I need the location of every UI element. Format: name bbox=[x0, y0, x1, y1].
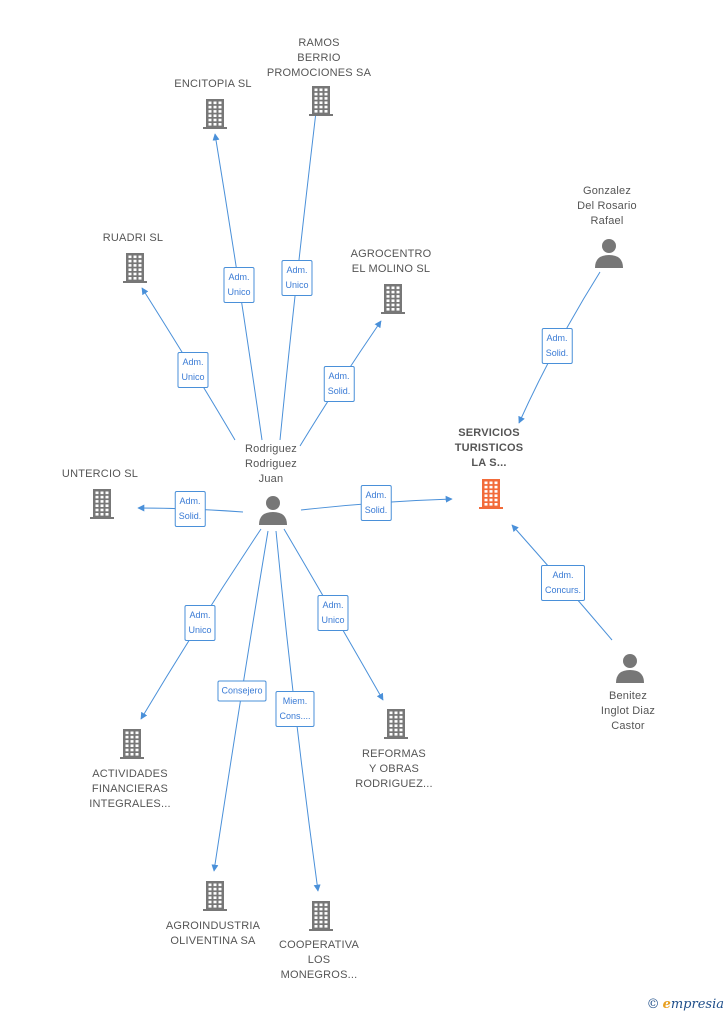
node-label-untercio[interactable]: UNTERCIO SL bbox=[61, 468, 139, 480]
edge-label-center-to-ramos[interactable]: Adm. Unico bbox=[281, 260, 313, 296]
building-icon[interactable] bbox=[381, 284, 405, 319]
node-label-center[interactable]: Rodriguez Rodriguez Juan bbox=[245, 443, 297, 485]
node-label-cooperativa[interactable]: COOPERATIVA LOS MONEGROS... bbox=[278, 939, 360, 981]
person-icon[interactable] bbox=[594, 238, 624, 273]
node-label-reformas[interactable]: REFORMAS Y OBRAS RODRIGUEZ... bbox=[355, 748, 433, 790]
edge-label-center-to-encitopia[interactable]: Adm. Unico bbox=[223, 267, 255, 303]
edge-label-center-to-actividades[interactable]: Adm. Unico bbox=[184, 605, 216, 641]
edge-label-center-to-agrocentro[interactable]: Adm. Solid. bbox=[323, 366, 355, 402]
node-label-ramos[interactable]: RAMOS BERRIO PROMOCIONES SA bbox=[266, 37, 372, 79]
edge-label-benitez-to-servicios[interactable]: Adm. Concurs. bbox=[540, 565, 586, 601]
node-label-agrocentro[interactable]: AGROCENTRO EL MOLINO SL bbox=[350, 248, 432, 275]
empresia-logo: ©empresia bbox=[647, 997, 724, 1012]
brand-name: mpresia bbox=[670, 997, 724, 1012]
edge-label-gonzalez-to-servicios[interactable]: Adm. Solid. bbox=[541, 328, 573, 364]
node-label-servicios[interactable]: SERVICIOS TURISTICOS LA S... bbox=[454, 427, 524, 469]
focus-building-icon[interactable] bbox=[479, 479, 503, 514]
node-label-encitopia[interactable]: ENCITOPIA SL bbox=[174, 78, 252, 90]
building-icon[interactable] bbox=[203, 881, 227, 916]
node-label-agroindustria[interactable]: AGROINDUSTRIA OLIVENTINA SA bbox=[165, 920, 261, 947]
edge-label-center-to-reformas[interactable]: Adm. Unico bbox=[317, 595, 349, 631]
brand-initial: e bbox=[662, 997, 671, 1012]
edge-label-center-to-servicios[interactable]: Adm. Solid. bbox=[360, 485, 392, 521]
copyright-symbol: © bbox=[646, 997, 660, 1012]
building-icon[interactable] bbox=[309, 901, 333, 936]
edge-label-center-to-agroindustria[interactable]: Consejero bbox=[217, 680, 267, 702]
edge-label-center-to-ruadri[interactable]: Adm. Unico bbox=[177, 352, 209, 388]
person-icon[interactable] bbox=[258, 495, 288, 530]
node-label-gonzalez[interactable]: Gonzalez Del Rosario Rafael bbox=[577, 185, 637, 227]
building-icon[interactable] bbox=[90, 489, 114, 524]
person-icon[interactable] bbox=[615, 653, 645, 688]
building-icon[interactable] bbox=[123, 253, 147, 288]
edge-label-center-to-untercio[interactable]: Adm. Solid. bbox=[174, 491, 206, 527]
building-icon[interactable] bbox=[203, 99, 227, 134]
node-label-ruadri[interactable]: RUADRI SL bbox=[102, 232, 164, 244]
building-icon[interactable] bbox=[309, 86, 333, 121]
building-icon[interactable] bbox=[384, 709, 408, 744]
node-label-benitez[interactable]: Benitez Inglot Diaz Castor bbox=[600, 690, 656, 732]
edge-label-center-to-cooperativa[interactable]: Miem. Cons.... bbox=[275, 691, 315, 727]
node-label-actividades[interactable]: ACTIVIDADES FINANCIERAS INTEGRALES... bbox=[89, 768, 171, 810]
building-icon[interactable] bbox=[120, 729, 144, 764]
